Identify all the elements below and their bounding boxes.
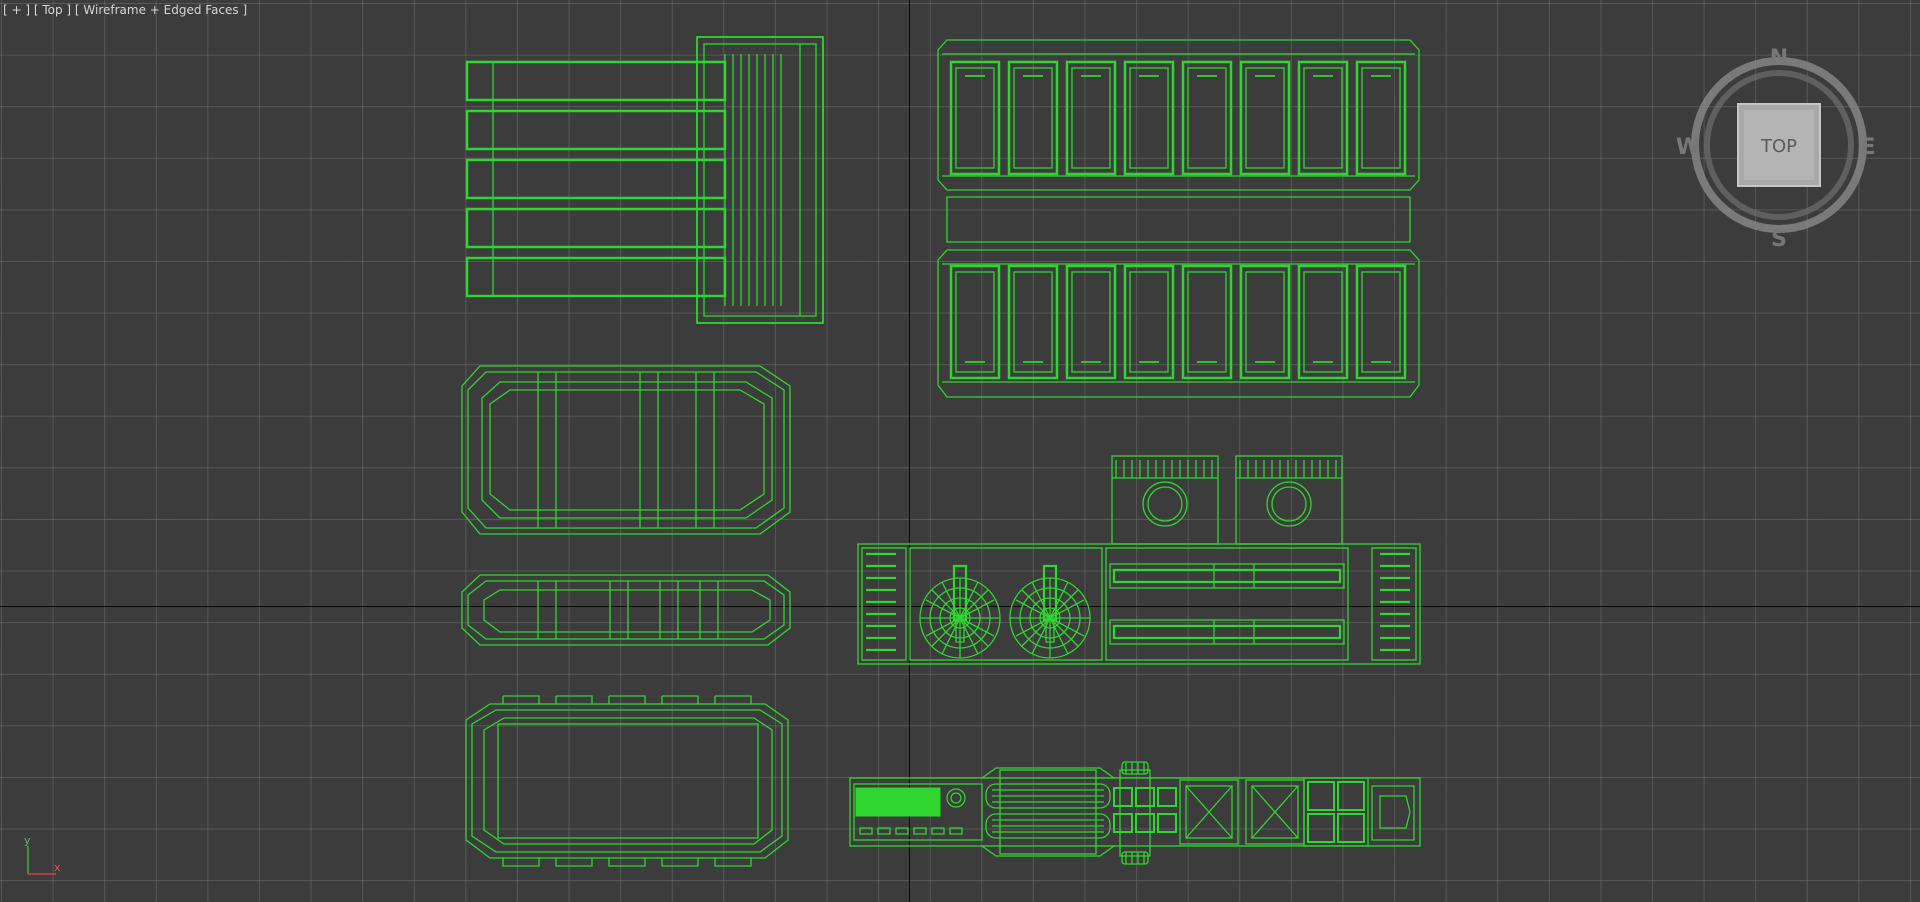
- axis-y-label: y: [24, 834, 31, 847]
- viewcube-face-label: TOP: [1760, 136, 1797, 157]
- axis-x-label: x: [54, 861, 61, 874]
- wire-object-drawer-unit[interactable]: [465, 36, 824, 324]
- viewcube-west-label[interactable]: W: [1676, 135, 1700, 160]
- viewport-label[interactable]: [ + ] [ Top ] [ Wireframe + Edged Faces …: [3, 3, 248, 17]
- viewcube-south-label[interactable]: S: [1771, 227, 1787, 252]
- wire-object-console[interactable]: [857, 455, 1421, 665]
- world-axis-vertical: [909, 0, 910, 902]
- wire-object-tray[interactable]: [465, 695, 789, 867]
- wire-object-plate-large[interactable]: [461, 365, 791, 535]
- viewcube-north-label[interactable]: N: [1770, 46, 1788, 71]
- viewcube[interactable]: TOP N S E W: [1676, 46, 1876, 252]
- wire-object-long-module[interactable]: [849, 761, 1421, 865]
- wire-object-slot-panel[interactable]: [937, 39, 1420, 398]
- axis-gizmo: y x: [24, 834, 61, 875]
- viewcube-east-label[interactable]: E: [1860, 135, 1875, 160]
- wire-object-plate-narrow[interactable]: [461, 574, 791, 646]
